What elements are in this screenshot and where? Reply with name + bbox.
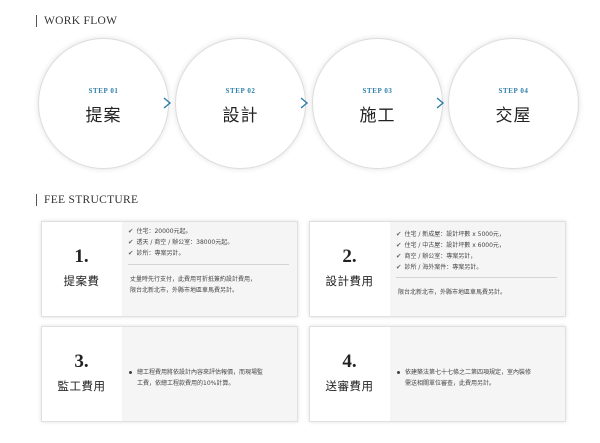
list-item: ✔住宅：20000元起。 bbox=[128, 227, 192, 235]
fee-card-supervision: 3. 監工費用 總工程費用將依設計內容來評估報價，而現場監 工費，依總工程款費用… bbox=[41, 326, 298, 422]
fee-card-number: 1. bbox=[74, 246, 89, 267]
fee-card-design: 2. 設計費用 ✔住宅 / 新成屋：設計坪數 x 5000元， ✔住宅 / 中古… bbox=[309, 221, 566, 317]
list-item: ✔診所 / 海外案件：專案另計。 bbox=[396, 263, 483, 271]
chevron-right-icon bbox=[300, 97, 309, 109]
note-line: 需送相關單位審查，此費用另計。 bbox=[405, 380, 496, 387]
chevron-right-icon bbox=[163, 97, 172, 109]
fee-card-name: 送審費用 bbox=[325, 379, 374, 393]
fee-card-header: 4. 送審費用 bbox=[310, 327, 389, 421]
step-name: 設計 bbox=[222, 106, 259, 126]
note-line: 工費，依總工程款費用的10%計算。 bbox=[137, 380, 235, 387]
note-line: 總工程費用將依設計內容來評估報價，而現場監 bbox=[129, 367, 263, 378]
note-line: 限台北新北市，外縣市地區車馬費另計。 bbox=[130, 287, 239, 294]
note-line: 限台北新北市，外縣市地區車馬費另計。 bbox=[398, 289, 507, 296]
fee-card-details: 總工程費用將依設計內容來評估報價，而現場監 工費，依總工程款費用的10%計算。 bbox=[122, 327, 297, 421]
fee-card-name: 提案費 bbox=[63, 274, 100, 288]
step-number: STEP 04 bbox=[498, 87, 529, 95]
fee-section-title: FEE STRUCTURE bbox=[36, 194, 138, 206]
workflow-section-title: WORK FLOW bbox=[36, 15, 117, 27]
chevron-right-icon bbox=[436, 97, 445, 109]
step-number: STEP 03 bbox=[362, 87, 393, 95]
bullet-dot-icon bbox=[129, 371, 132, 374]
fee-card-header: 1. 提案費 bbox=[42, 222, 121, 316]
check-icon: ✔ bbox=[128, 249, 134, 257]
list-item: ✔商空 / 辦公室：專案另計， bbox=[396, 252, 477, 260]
note-line: 丈量時先行支付，此費用可折抵簽約設計費用， bbox=[130, 276, 257, 283]
note-line: 依建築法第七十七條之二第四項規定，室內裝修 bbox=[397, 367, 531, 378]
step-name: 提案 bbox=[85, 106, 122, 126]
check-icon: ✔ bbox=[396, 230, 402, 238]
check-icon: ✔ bbox=[128, 227, 134, 235]
divider bbox=[128, 264, 289, 265]
step-circle-03: STEP 03 施工 bbox=[312, 38, 443, 169]
check-icon: ✔ bbox=[128, 238, 134, 246]
check-icon: ✔ bbox=[396, 252, 402, 260]
fee-card-header: 2. 設計費用 bbox=[310, 222, 389, 316]
step-circle-04: STEP 04 交屋 bbox=[448, 38, 579, 169]
step-number: STEP 02 bbox=[225, 87, 256, 95]
fee-card-name: 設計費用 bbox=[325, 274, 374, 288]
list-item: ✔住宅 / 新成屋：設計坪數 x 5000元， bbox=[396, 230, 505, 238]
check-icon: ✔ bbox=[396, 241, 402, 249]
step-name: 施工 bbox=[359, 106, 396, 126]
fee-card-review: 4. 送審費用 依建築法第七十七條之二第四項規定，室內裝修 需送相關單位審查，此… bbox=[309, 326, 566, 422]
step-circle-01: STEP 01 提案 bbox=[38, 38, 169, 169]
step-number: STEP 01 bbox=[88, 87, 119, 95]
check-icon: ✔ bbox=[396, 263, 402, 271]
step-name: 交屋 bbox=[495, 106, 532, 126]
divider bbox=[396, 277, 557, 278]
step-circle-02: STEP 02 設計 bbox=[175, 38, 306, 169]
list-item: ✔診所：專案另計。 bbox=[128, 249, 185, 257]
fee-card-number: 4. bbox=[342, 351, 357, 372]
fee-card-details: ✔住宅 / 新成屋：設計坪數 x 5000元， ✔住宅 / 中古屋：設計坪數 x… bbox=[390, 222, 565, 316]
list-item: ✔透天 / 商空 / 辦公室：38000元起。 bbox=[128, 238, 234, 246]
fee-card-details: ✔住宅：20000元起。 ✔透天 / 商空 / 辦公室：38000元起。 ✔診所… bbox=[122, 222, 297, 316]
list-item: ✔住宅 / 中古屋：設計坪數 x 6000元， bbox=[396, 241, 505, 249]
fee-card-details: 依建築法第七十七條之二第四項規定，室內裝修 需送相關單位審查，此費用另計。 bbox=[390, 327, 565, 421]
fee-card-number: 3. bbox=[74, 351, 89, 372]
fee-card-name: 監工費用 bbox=[57, 379, 106, 393]
fee-card-header: 3. 監工費用 bbox=[42, 327, 121, 421]
bullet-dot-icon bbox=[397, 371, 400, 374]
fee-card-proposal: 1. 提案費 ✔住宅：20000元起。 ✔透天 / 商空 / 辦公室：38000… bbox=[41, 221, 298, 317]
fee-card-number: 2. bbox=[342, 246, 357, 267]
